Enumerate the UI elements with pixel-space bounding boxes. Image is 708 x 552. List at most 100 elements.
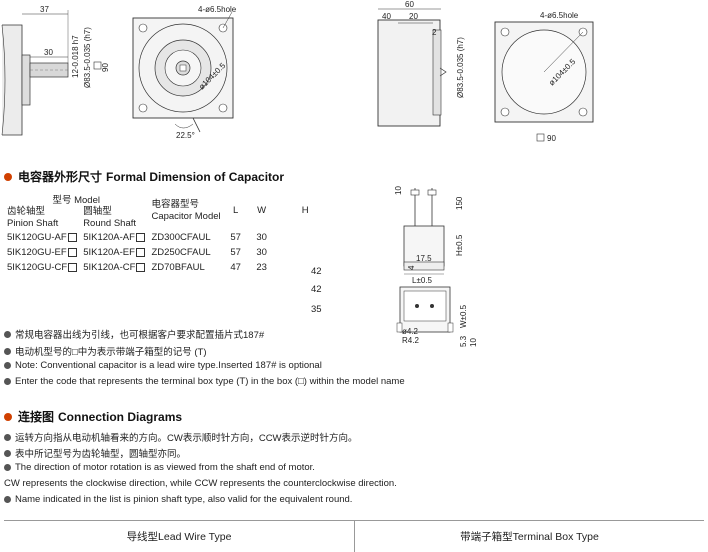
hole-label-left: 4-ø6.5hole (198, 5, 237, 14)
header-round: 圆轴型 Round Shaft (80, 206, 148, 230)
table-row: 5IK120GU-EF 5IK120A-EF ZD250CFAUL 57 30 (4, 245, 312, 260)
w-value: 30 (256, 232, 267, 243)
capacitor-model: ZD300CFAUL (151, 232, 211, 243)
left-motor-side-view: 37 30 12-0.018 h7 Ø83.5-0.035 (h7) 90 (1, 5, 110, 136)
pinion-model: 5IK120GU-EF (7, 247, 67, 258)
capacitor-note: 电动机型号的□中为表示带端子箱型的记号 (T) (4, 344, 207, 358)
w-value: 30 (256, 247, 267, 258)
hole-label-right: 4-ø6.5hole (540, 11, 579, 20)
l-value: 57 (230, 232, 241, 243)
capacitor-note: Enter the code that represents the termi… (4, 376, 405, 387)
round-model: 5IK120A-EF (83, 247, 135, 258)
cap-dim-150: 150 (455, 196, 464, 210)
l-value: 57 (230, 247, 241, 258)
header-capacitor: 电容器型号 Capacitor Model (148, 191, 223, 230)
checkbox-icon (136, 262, 146, 272)
round-model: 5IK120A-AF (83, 232, 135, 243)
section-bullet-icon (4, 172, 12, 181)
note-text: 运转方向指从电动机轴看来的方向。CW表示顺时针方向，CCW表示逆时针方向。 (15, 433, 358, 444)
cap-dim-17: 17.5 (416, 254, 432, 263)
right-motor-side-view: 60 40 20 2 Ø83.5-0.035 (h7) (377, 0, 465, 127)
left-motor-front-view: 4-ø6.5hole ø104±0.5 22.5° (132, 5, 237, 140)
cap-dim-w: W±0.5 (459, 304, 468, 328)
connection-title-cn: 连接图 (18, 410, 55, 424)
dim-60: 60 (405, 0, 414, 9)
header-pinion: 齿轮轴型 Pinion Shaft (4, 206, 80, 230)
dim-2: 2 (432, 28, 437, 37)
right-motor-front-view: 4-ø6.5hole ø104±0.5 90 (494, 11, 594, 143)
connection-note: Name indicated in the list is pinion sha… (4, 494, 352, 505)
note-text: The direction of motor rotation is as vi… (15, 462, 315, 473)
note-text: Note: Conventional capacitor is a lead w… (15, 360, 322, 371)
capacitor-title-en: Formal Dimension of Capacitor (106, 169, 285, 184)
round-model: 5IK120A-CF (83, 262, 136, 273)
connection-note: The direction of motor rotation is as vi… (4, 462, 315, 473)
bullet-icon (4, 433, 11, 441)
dim-37: 37 (40, 5, 49, 14)
bullet-icon (4, 464, 11, 471)
note-text: 表中所记型号为齿轮轴型，圆轴型亦同。 (15, 449, 187, 460)
header-model: 型号 Model (52, 194, 100, 206)
checkbox-icon (67, 232, 77, 242)
capacitor-model: ZD250CFAUL (151, 247, 211, 258)
cap-dim-53: 5.3 (459, 335, 468, 347)
connection-note: 运转方向指从电动机轴看来的方向。CW表示顺时针方向，CCW表示逆时针方向。 (4, 430, 358, 444)
h-value: 35 (311, 304, 322, 315)
capacitor-note: Note: Conventional capacitor is a lead w… (4, 360, 322, 371)
dim-20: 20 (409, 12, 418, 21)
capacitor-model: ZD70BFAUL (151, 262, 205, 273)
checkbox-icon (135, 232, 145, 242)
dim-90-right: 90 (547, 134, 556, 143)
connection-note: CW represents the clockwise direction, w… (4, 478, 397, 489)
h-value: 42 (311, 284, 322, 295)
cap-dim-42: ø4.2 (402, 327, 419, 336)
cap-dim-h: H±0.5 (455, 234, 464, 256)
dim-83: Ø83.5-0.035 (h7) (83, 27, 92, 88)
header-round-cn: 圆轴型 (83, 206, 112, 217)
note-text: 电动机型号的□中为表示带端子箱型的记号 (T) (15, 347, 207, 358)
terminal-box-header: 带端子箱型Terminal Box Type (460, 531, 599, 543)
table-row: 5IK120GU-AF 5IK120A-AF ZD300CFAUL 57 30 (4, 230, 312, 245)
cap-dim-10b: 10 (469, 338, 478, 347)
note-text: Name indicated in the list is pinion sha… (15, 494, 353, 505)
capacitor-section-title: 电容器外形尺寸 Formal Dimension of Capacitor (4, 168, 284, 185)
capacitor-table: 型号 Model 电容器型号 Capacitor Model L W H 齿轮轴… (4, 191, 312, 275)
checkbox-icon (135, 247, 145, 257)
bullet-icon (4, 496, 11, 503)
note-text: CW represents the clockwise direction, w… (4, 478, 397, 489)
capacitor-drawing: 10 150 H±0.5 17.5 4 L±0.5 W±0.5 ø4.2 R4.… (394, 186, 478, 347)
header-h: H (301, 205, 309, 216)
cap-dim-4: 4 (407, 265, 416, 270)
table-row: 5IK120GU-CF 5IK120A-CF ZD70BFAUL 47 23 (4, 260, 312, 275)
connection-table-header: 导线型Lead Wire Type 带端子箱型Terminal Box Type (4, 520, 704, 552)
header-pinion-cn: 齿轮轴型 (7, 206, 46, 217)
checkbox-icon (68, 262, 78, 272)
bullet-icon (4, 449, 11, 457)
dim-83-right: Ø83.5-0.035 (h7) (456, 37, 465, 98)
note-text: Enter the code that represents the termi… (15, 376, 405, 387)
checkbox-icon (67, 247, 77, 257)
bullet-icon (4, 378, 11, 385)
capacitor-note: 常规电容器出线为引线，也可根据客户要求配置插片式187# (4, 327, 264, 341)
l-value: 47 (230, 262, 241, 273)
column-divider (354, 521, 355, 552)
cap-dim-10: 10 (394, 186, 403, 195)
header-pinion-en: Pinion Shaft (7, 218, 59, 229)
h-value: 42 (311, 266, 322, 277)
capacitor-title-cn: 电容器外形尺寸 (18, 170, 103, 184)
pinion-model: 5IK120GU-CF (7, 262, 68, 273)
lead-wire-header: 导线型Lead Wire Type (126, 531, 232, 543)
header-w: W (257, 205, 267, 216)
header-round-en: Round Shaft (83, 218, 137, 229)
w-value: 23 (256, 262, 267, 273)
connection-title-en: Connection Diagrams (58, 409, 183, 424)
header-cap-cn: 电容器型号 (151, 198, 199, 210)
angle-label: 22.5° (176, 131, 195, 140)
bullet-icon (4, 362, 11, 369)
bullet-icon (4, 330, 11, 338)
dim-40: 40 (382, 12, 391, 21)
note-text: 常规电容器出线为引线，也可根据客户要求配置插片式187# (15, 330, 265, 341)
dim-12h7: 12-0.018 h7 (71, 35, 80, 78)
section-bullet-icon (4, 412, 12, 421)
header-cap-en: Capacitor Model (151, 210, 221, 222)
